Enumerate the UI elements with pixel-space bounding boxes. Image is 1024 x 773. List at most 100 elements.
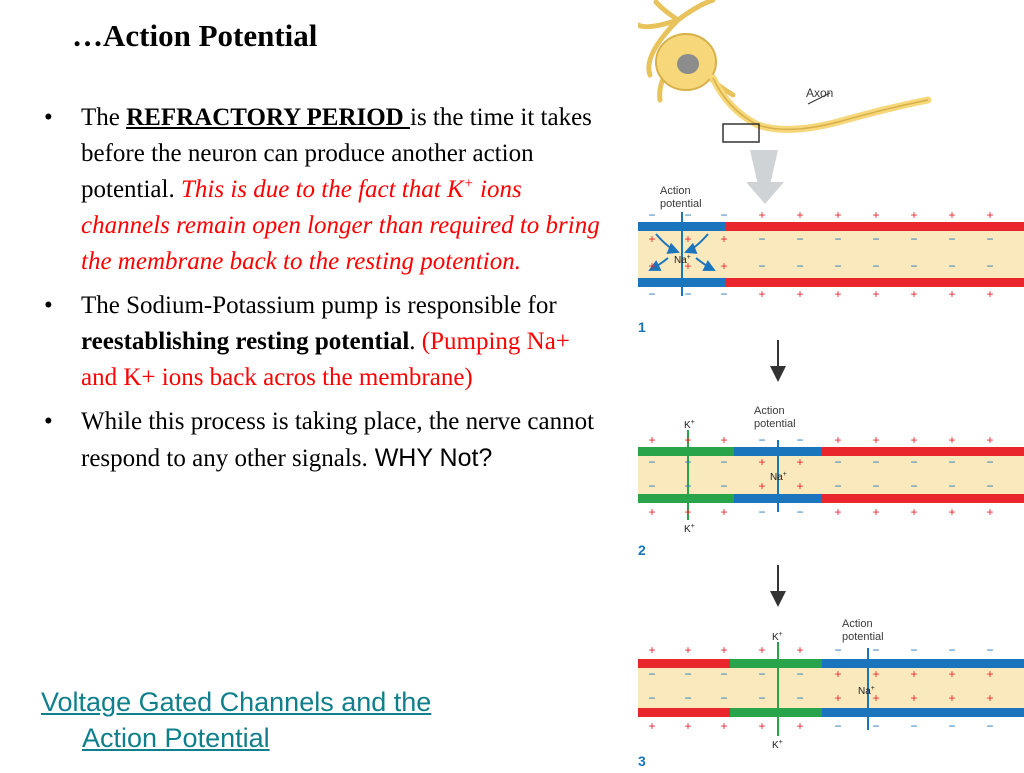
plus-charge: + [872, 691, 879, 705]
plus-charge: + [648, 505, 655, 519]
k-label-3b: K+ [772, 739, 783, 751]
plus-charge: + [758, 719, 765, 733]
plus-charge: + [872, 433, 879, 447]
neuron-illustration: Axon [635, 0, 932, 204]
bullet3-pre: While this process is taking place, the … [81, 408, 595, 472]
bullet-marker: • [44, 104, 53, 131]
minus-charge: − [758, 232, 765, 246]
minus-charge: − [684, 287, 691, 301]
minus-charge: − [834, 455, 841, 469]
link-line2: Action Potential [82, 723, 270, 753]
minus-charge: − [648, 208, 655, 222]
plus-charge: + [648, 719, 655, 733]
na-label-1: Na+ [674, 254, 691, 266]
plus-charge: + [720, 259, 727, 273]
na-label-2: Na+ [770, 471, 787, 483]
plus-charge: + [834, 667, 841, 681]
bullet1-red-sup: + [463, 175, 474, 192]
step-number-2: 2 [638, 542, 646, 558]
plus-charge: + [648, 259, 655, 273]
bullet-marker: • [44, 292, 53, 319]
plus-charge: + [910, 208, 917, 222]
minus-charge: − [796, 433, 803, 447]
bullet-list: • The REFRACTORY PERIOD is the time it t… [40, 100, 602, 485]
plus-charge: + [684, 505, 691, 519]
minus-charge: − [872, 479, 879, 493]
plus-charge: + [834, 433, 841, 447]
minus-charge: − [796, 691, 803, 705]
minus-charge: − [758, 667, 765, 681]
minus-charge: − [720, 287, 727, 301]
plus-charge: + [872, 505, 879, 519]
plus-charge: + [720, 719, 727, 733]
minus-charge: − [948, 259, 955, 273]
bullet-why-not: • While this process is taking place, th… [40, 404, 602, 477]
plus-charge: + [948, 208, 955, 222]
action-potential-label-1b: potential [660, 198, 702, 210]
minus-charge: − [910, 455, 917, 469]
bullet2-red: (Pumping Na+ and K+ ions back acros the … [81, 328, 570, 391]
action-potential-label-3b: potential [842, 631, 884, 643]
bullet1-pre: The [81, 104, 127, 131]
plus-charge: + [948, 505, 955, 519]
minus-charge: − [872, 455, 879, 469]
plus-charge: + [796, 455, 803, 469]
minus-charge: − [986, 719, 993, 733]
minus-charge: − [796, 505, 803, 519]
minus-charge: − [648, 287, 655, 301]
minus-charge: − [986, 259, 993, 273]
minus-charge: − [986, 643, 993, 657]
bullet1-red-b: ions channels remain open longer than re… [81, 176, 600, 275]
minus-charge: − [758, 505, 765, 519]
plus-charge: + [758, 643, 765, 657]
minus-charge: − [834, 719, 841, 733]
plus-charge: + [834, 505, 841, 519]
plus-charge: + [948, 667, 955, 681]
panel-1: Action potential Na+ 1 [638, 185, 1024, 382]
plus-charge: + [986, 208, 993, 222]
minus-charge: − [910, 232, 917, 246]
plus-charge: + [872, 667, 879, 681]
minus-charge: − [872, 232, 879, 246]
minus-charge: − [648, 667, 655, 681]
step-number-1: 1 [638, 319, 646, 335]
minus-charge: − [684, 667, 691, 681]
minus-charge: − [684, 479, 691, 493]
panel-3: Action potential K+ K+ Na+ 3 [638, 618, 1024, 769]
plus-charge: + [758, 479, 765, 493]
minus-charge: − [986, 232, 993, 246]
minus-charge: − [910, 719, 917, 733]
plus-charge: + [648, 232, 655, 246]
plus-charge: + [720, 433, 727, 447]
plus-charge: + [684, 719, 691, 733]
minus-charge: − [910, 643, 917, 657]
bullet2-pre: The Sodium-Potassium pump is responsible… [81, 292, 557, 319]
plus-charge: + [758, 455, 765, 469]
plus-charge: + [834, 691, 841, 705]
plus-charge: + [758, 208, 765, 222]
minus-charge: − [796, 667, 803, 681]
action-potential-label-2b: potential [754, 418, 796, 430]
bullet-refractory-period: • The REFRACTORY PERIOD is the time it t… [40, 100, 602, 280]
bullet1-post: is the time it takes before the neuron c… [81, 104, 592, 203]
plus-charge: + [986, 505, 993, 519]
minus-charge: − [758, 433, 765, 447]
minus-charge: − [758, 259, 765, 273]
plus-charge: + [986, 433, 993, 447]
minus-charge: − [720, 208, 727, 222]
minus-charge: − [986, 479, 993, 493]
plus-charge: + [834, 287, 841, 301]
figure-svg: Axon Action potential Na+ 1 Action poten… [635, 0, 1024, 769]
minus-charge: − [948, 643, 955, 657]
minus-charge: − [910, 479, 917, 493]
minus-charge: − [720, 691, 727, 705]
bullet2-period: . [409, 328, 422, 355]
plus-charge: + [834, 208, 841, 222]
plus-charge: + [684, 643, 691, 657]
bullet-marker: • [44, 408, 53, 435]
k-label-2b: K+ [684, 523, 695, 535]
minus-charge: − [948, 232, 955, 246]
axon-label: Axon [806, 86, 833, 100]
plus-charge: + [758, 287, 765, 301]
